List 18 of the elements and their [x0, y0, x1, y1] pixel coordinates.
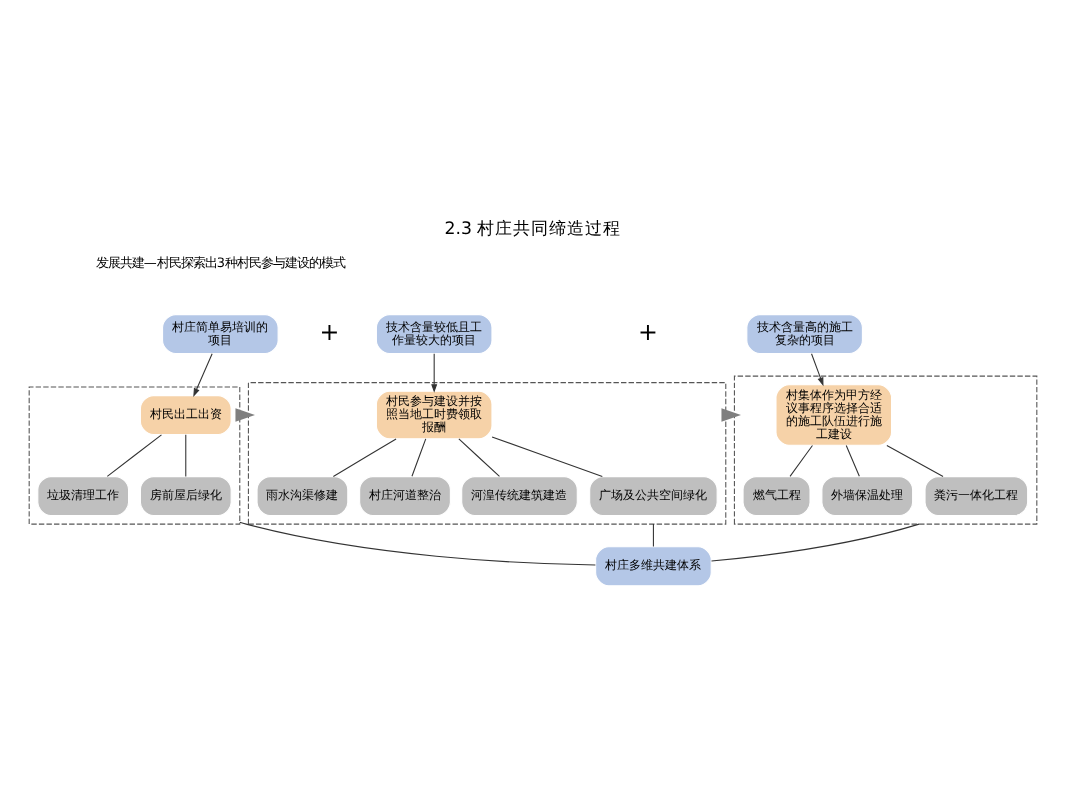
connector: [185, 433, 187, 476]
connector: [106, 433, 162, 476]
connector: [239, 520, 596, 565]
connector: [652, 522, 654, 547]
arrow: [193, 352, 213, 396]
arrow: [811, 352, 824, 386]
diagram-title: 2.3 村庄共同缔造过程: [444, 219, 622, 240]
connector: [710, 522, 920, 561]
arrow: [431, 352, 438, 392]
connector: [491, 435, 603, 477]
connector: [845, 443, 860, 476]
label: +: [319, 317, 340, 346]
connector: [789, 443, 813, 476]
label: +: [638, 317, 658, 346]
connector: [332, 437, 397, 476]
connector: [411, 437, 427, 476]
connector: [458, 437, 500, 476]
connector: [886, 443, 944, 477]
